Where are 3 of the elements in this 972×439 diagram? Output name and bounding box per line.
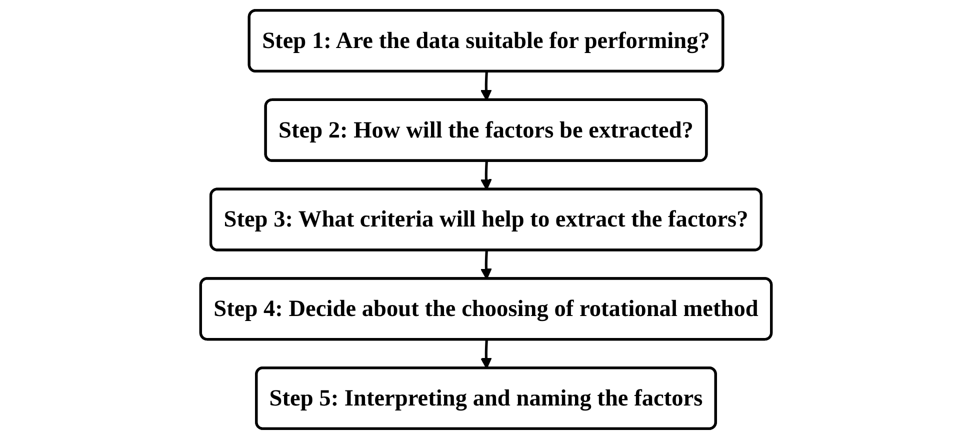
arrow xyxy=(480,72,492,101)
arrow xyxy=(480,161,492,190)
arrow xyxy=(480,340,492,369)
